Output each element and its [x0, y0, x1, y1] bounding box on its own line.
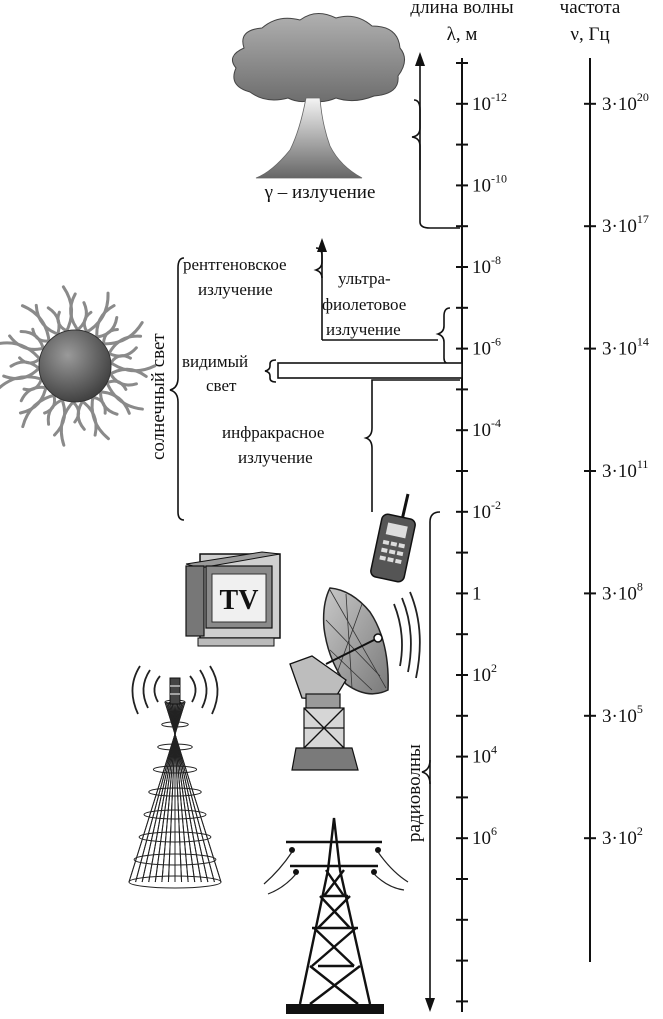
visible-label-line2: свет	[206, 376, 237, 395]
infrared-range-marker	[363, 379, 460, 512]
tower-radio-waves-icon	[131, 665, 219, 715]
sun-icon	[0, 285, 157, 447]
wavelength-tick-marks	[456, 62, 468, 1003]
sunlight-label: солнечный свет	[148, 333, 169, 460]
radio-label: радиоволны	[404, 744, 425, 842]
wavelength-tick-label: 10-6	[472, 335, 501, 360]
wavelength-tick-label: 10-8	[472, 253, 501, 278]
gamma-label: γ – излучение	[264, 182, 376, 203]
uv-label-line1: ультра-	[338, 269, 391, 288]
uv-brace	[435, 307, 451, 365]
frequency-tick-label: 3·1014	[602, 335, 649, 360]
frequency-tick-label: 3·105	[602, 702, 643, 727]
visible-brace	[264, 359, 277, 383]
wavelength-tick-label: 106	[472, 824, 497, 849]
gamma-range-marker	[411, 52, 460, 229]
uv-label-line3: излучение	[326, 320, 401, 339]
mobile-phone-icon	[370, 493, 416, 583]
infrared-label-line2: излучение	[238, 448, 313, 467]
wavelength-tick-label: 104	[472, 743, 497, 768]
xray-label-line2: излучение	[198, 280, 273, 299]
wavelength-tick-label: 102	[472, 661, 497, 686]
xray-label-line1: рентгеновское	[183, 255, 287, 274]
uv-label-line2: фиолетовое	[322, 295, 406, 314]
frequency-tick-label: 3·1011	[602, 457, 648, 482]
wavelength-tick-label: 1	[472, 583, 482, 604]
frequency-title: частота	[560, 0, 621, 18]
wavelength-tick-label: 10-12	[472, 90, 507, 115]
frequency-tick-label: 3·102	[602, 824, 643, 849]
tv-text: TV	[220, 585, 259, 616]
frequency-tick-labels: 3·1020 3·1017 3·1014 3·1011 3·108 3·105 3·102	[602, 90, 649, 849]
frequency-tick-label: 3·108	[602, 579, 643, 604]
infrared-label-line1: инфракрасное	[222, 423, 324, 442]
power-pylon-icon	[263, 817, 409, 1014]
wavelength-tick-labels: 10-12 10-10 10-8 10-6 10-4 10-2 1 102 104 106	[472, 90, 507, 849]
frequency-tick-label: 3·1020	[602, 90, 649, 115]
radio-range-marker	[421, 511, 441, 1012]
visible-label-line1: видимый	[182, 352, 248, 371]
wavelength-tick-label: 10-4	[472, 416, 501, 441]
wavelength-title: длина волны	[410, 0, 513, 18]
nuclear-cloud-icon	[231, 13, 405, 179]
sunlight-brace	[169, 257, 185, 521]
tv-icon	[185, 551, 281, 647]
dish-radio-waves-icon	[393, 591, 421, 679]
wavelength-tick-label: 10-2	[472, 498, 501, 523]
wavelength-tick-label: 10-10	[472, 171, 507, 196]
satellite-dish-icon	[289, 587, 389, 771]
frequency-tick-marks	[584, 102, 596, 840]
visible-band-bar	[277, 362, 463, 379]
wavelength-unit: λ, м	[447, 24, 478, 45]
frequency-tick-label: 3·1017	[602, 212, 649, 237]
broadcast-tower-icon	[128, 677, 222, 889]
frequency-unit: ν, Гц	[570, 24, 609, 45]
xray-range-marker	[313, 238, 438, 341]
